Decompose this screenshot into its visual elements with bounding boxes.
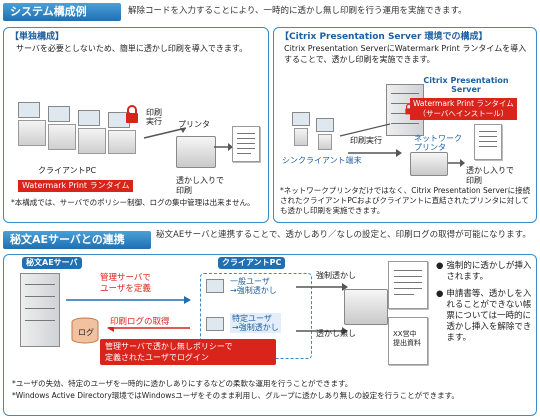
ae-server-title: 秘文AEサーバ xyxy=(22,257,82,269)
arrow-icon xyxy=(66,296,191,304)
bullet-list: ● 強制的に透かしが挿入されます。 ● 申請書等、透かしを入れることができない帳… xyxy=(436,261,532,344)
user2-line2: →強制透かし xyxy=(232,323,279,332)
policy-label: 管理サーバで ユーザを定義 xyxy=(100,273,151,295)
citrix-result-label: 透かし入りで印刷 xyxy=(466,166,514,185)
network-printer-icon xyxy=(410,152,448,176)
log-database-icon: ログ xyxy=(70,317,100,345)
runtime-line1: Watermark Print ランタイム xyxy=(413,99,514,108)
ae-server-icon xyxy=(20,273,60,347)
doc-line2: 提出資料 xyxy=(393,339,421,347)
standalone-note: *本構成では、サーバでのポリシー制御、ログの集中管理は出来ません。 xyxy=(11,198,255,207)
standalone-desc: サーバを必要としないため、簡単に透かし印刷を導入できます。 xyxy=(16,44,248,53)
lock-icon xyxy=(124,104,140,124)
arrow-icon xyxy=(448,159,465,167)
connection-icon xyxy=(339,123,391,137)
standalone-panel: 【単独構成】 サーバを必要としないため、簡単に透かし印刷を導入できます。 印刷実… xyxy=(3,27,269,223)
standalone-title: 【単独構成】 xyxy=(10,32,65,42)
thin-client-group xyxy=(292,112,342,152)
thin-client-label: シンクライアント端末 xyxy=(282,156,362,165)
result-label: 透かし入りで印刷 xyxy=(176,176,224,195)
user1-line1: 一般ユーザ xyxy=(230,277,270,286)
citrix-print-exec-label: 印刷実行 xyxy=(350,136,382,145)
ae-panel: 秘文AEサーバ ログ 管理サーバで ユーザを定義 印刷ログの取得 クライアントP… xyxy=(3,254,537,416)
citrix-desc: Citrix Presentation ServerにWatermark Pri… xyxy=(284,44,527,64)
bullet-item: ● 強制的に透かしが挿入されます。 xyxy=(436,261,532,283)
print-log-label: 印刷ログの取得 xyxy=(108,317,172,327)
printer-icon xyxy=(344,289,388,325)
ae-note-2: *Windows Active Directory環境ではWindowsユーザを… xyxy=(12,391,459,400)
log-label: ログ xyxy=(78,328,94,337)
printer-icon xyxy=(176,136,216,168)
user1-label: 一般ユーザ →強制透かし xyxy=(230,277,277,295)
runtime-line2: （サーバへインストール） xyxy=(418,109,509,118)
no-watermark-label: 透かし無し xyxy=(316,329,356,338)
arrow-icon xyxy=(348,149,402,157)
watermarked-doc-icon xyxy=(388,261,428,309)
policy-line2: ユーザを定義 xyxy=(100,284,151,294)
bullet-text: 強制的に透かしが挿入されます。 xyxy=(446,261,532,282)
plain-doc-icon: XX営中 提出資料 xyxy=(388,317,428,365)
watermarked-paper-icon xyxy=(474,124,502,160)
citrix-note: *ネットワークプリンタだけではなく、Citrix Presentation Se… xyxy=(280,186,531,215)
citrix-server-label: Citrix Presentation Server xyxy=(423,76,509,94)
system-config-header: システム構成例 xyxy=(3,3,121,21)
system-config-desc: 解除コードを入力することにより、一時的に透かし無し印刷を行う運用を実施できます。 xyxy=(128,6,467,16)
watermarked-paper-icon xyxy=(232,126,260,162)
doc-label: XX営中 提出資料 xyxy=(393,330,421,348)
citrix-title: 【Citrix Presentation Server 環境での構成】 xyxy=(280,32,488,42)
bullet-icon: ● xyxy=(436,261,444,271)
callout-line2: 定義されたユーザでログイン xyxy=(105,353,209,362)
bullet-icon: ● xyxy=(436,289,444,299)
ae-note-1: *ユーザの失効、特定のユーザを一時的に透かしありにするなどの柔軟な運用を行うこと… xyxy=(12,379,353,388)
citrix-runtime-tag: Watermark Print ランタイム （サーバへインストール） xyxy=(410,98,517,120)
lock-icon xyxy=(404,100,414,115)
user2-label: 特定ユーザ →強制透かし xyxy=(230,313,281,333)
ae-client-title: クライアントPC xyxy=(218,257,286,269)
network-printer-label: ネットワークプリンタ xyxy=(414,134,462,152)
arrow-icon xyxy=(214,143,233,151)
client-pc-group xyxy=(18,98,138,158)
bullet-text: 申請書等、透かしを入れることができない帳票については一時的に透かし挿入を解除でき… xyxy=(446,289,532,343)
user1-line2: →強制透かし xyxy=(230,286,277,295)
user2-line1: 特定ユーザ xyxy=(232,314,272,323)
arrow-icon xyxy=(143,127,187,139)
print-exec-label: 印刷実行 xyxy=(146,108,162,126)
citrix-panel: 【Citrix Presentation Server 環境での構成】 Citr… xyxy=(273,27,537,223)
bullet-item: ● 申請書等、透かしを入れることができない帳票については一時的に透かし挿入を解除… xyxy=(436,289,532,344)
runtime-tag: Watermark Print ランタイム xyxy=(18,180,134,192)
flow-arrows xyxy=(296,283,348,335)
ae-server-desc: 秘文AEサーバと連携することで、透かしあり／なしの設定と、印刷ログの取得が可能に… xyxy=(156,230,531,240)
forced-watermark-label: 強制透かし xyxy=(316,271,356,280)
printer-label: プリンタ xyxy=(178,120,210,129)
doc-line1: XX営中 xyxy=(393,330,417,338)
callout-line1: 管理サーバで透かし無しポリシーで xyxy=(105,342,233,351)
policy-line1: 管理サーバで xyxy=(100,273,151,283)
ae-server-header: 秘文AEサーバとの連携 xyxy=(3,231,151,249)
client-pc-label: クライアントPC xyxy=(38,166,97,175)
user1-pc-icon xyxy=(206,279,224,293)
login-callout: 管理サーバで透かし無しポリシーで 定義されたユーザでログイン xyxy=(100,339,276,365)
user2-pc-icon xyxy=(206,317,224,331)
